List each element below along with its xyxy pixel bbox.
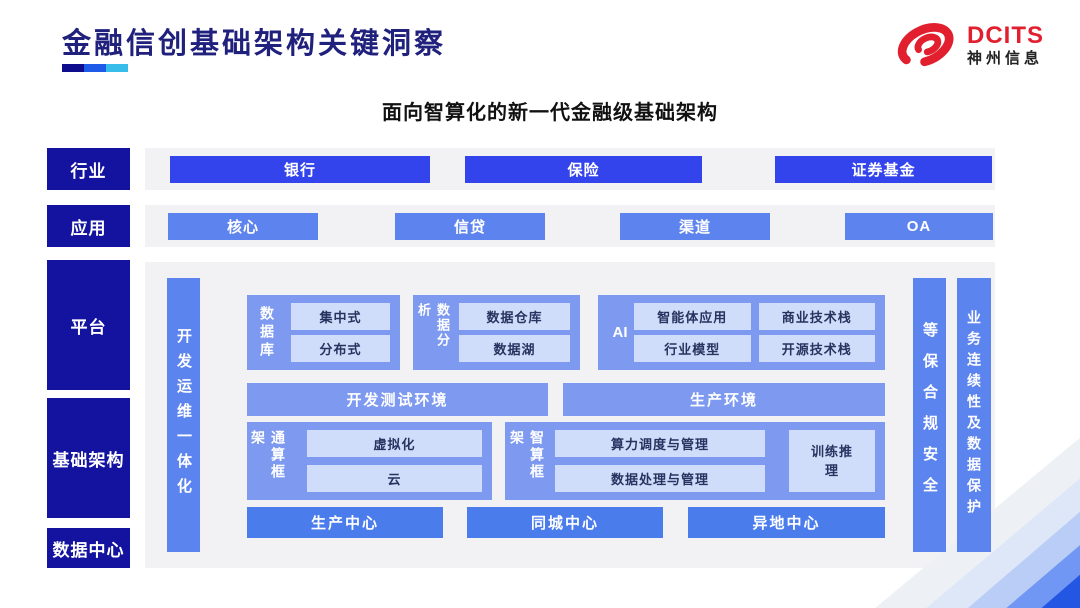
center-remote: 异地中心 (688, 507, 885, 538)
item-cloud: 云 (307, 465, 482, 492)
logo-text: DCITS 神州信息 (967, 21, 1044, 68)
env-dev-test: 开发测试环境 (247, 383, 548, 416)
env-production: 生产环境 (563, 383, 885, 416)
logo-company: 神州信息 (967, 49, 1044, 67)
center-production: 生产中心 (247, 507, 443, 538)
business-continuity-bar: 业务连续性及数据保护 (957, 278, 991, 552)
row-label-industry: 行业 (47, 148, 130, 190)
platform-container: 开发运维一体化 数据库 集中式 分布式 数据分析 数据仓库 数据湖 AI (145, 262, 995, 568)
devops-bar: 开发运维一体化 (167, 278, 200, 552)
item-centralized: 集中式 (291, 303, 390, 330)
item-training-inference: 训练推理 (789, 430, 875, 492)
item-virtualization: 虚拟化 (307, 430, 482, 457)
group-ai-items: 智能体应用 商业技术栈 行业模型 开源技术栈 (634, 303, 875, 362)
group-database-label: 数据库 (259, 305, 275, 360)
group-intelligent-compute-label: 智算框架 (509, 430, 545, 481)
item-compute-scheduling: 算力调度与管理 (555, 430, 765, 457)
row-label-infrastructure: 基础架构 (47, 398, 130, 518)
item-data-lake: 数据湖 (459, 335, 570, 362)
application-item-credit: 信贷 (395, 213, 545, 240)
item-industry-model: 行业模型 (634, 335, 751, 362)
group-general-compute-label: 通算框架 (250, 430, 286, 481)
underline-segment (62, 64, 84, 72)
security-compliance-label: 等保合规安全 (921, 322, 938, 508)
diagram-title: 面向智算化的新一代金融级基础架构 (382, 102, 718, 124)
business-continuity-label: 业务连续性及数据保护 (966, 310, 982, 520)
security-compliance-bar: 等保合规安全 (913, 278, 946, 552)
center-same-city: 同城中心 (467, 507, 663, 538)
title-underline (62, 64, 128, 72)
item-data-warehouse: 数据仓库 (459, 303, 570, 330)
row-label-datacenter: 数据中心 (47, 528, 130, 568)
group-database-items: 集中式 分布式 (291, 303, 390, 362)
group-general-compute-items: 虚拟化 云 (307, 430, 482, 492)
row-label-platform: 平台 (47, 260, 130, 390)
application-item-core: 核心 (168, 213, 318, 240)
group-data-analysis-label: 数据分析 (416, 303, 450, 348)
group-intelligent-compute: 智算框架 算力调度与管理 数据处理与管理 训练推理 (505, 422, 885, 500)
devops-bar-label: 开发运维一体化 (175, 327, 192, 503)
underline-segment (106, 64, 128, 72)
logo-brand: DCITS (967, 21, 1044, 49)
item-open-source-stack: 开源技术栈 (758, 335, 875, 362)
item-data-processing: 数据处理与管理 (555, 465, 765, 492)
group-intelligent-compute-items: 算力调度与管理 数据处理与管理 (555, 430, 765, 492)
page-title: 金融信创基础架构关键洞察 (62, 28, 447, 60)
item-agent-application: 智能体应用 (634, 303, 751, 330)
application-item-oa: OA (845, 213, 993, 240)
dcits-logo: DCITS 神州信息 (895, 18, 1044, 72)
application-strip: 核心 信贷 渠道 OA (145, 205, 995, 247)
row-label-application: 应用 (47, 205, 130, 247)
group-ai-label: AI (612, 324, 628, 341)
group-ai: AI 智能体应用 商业技术栈 行业模型 开源技术栈 (598, 295, 885, 370)
industry-item-securities-funds: 证券基金 (775, 156, 992, 183)
dcits-swirl-icon (897, 23, 954, 67)
application-item-channel: 渠道 (620, 213, 770, 240)
industry-item-insurance: 保险 (465, 156, 702, 183)
group-data-analysis-items: 数据仓库 数据湖 (459, 303, 570, 362)
item-distributed: 分布式 (291, 335, 390, 362)
group-data-analysis: 数据分析 数据仓库 数据湖 (413, 295, 580, 370)
underline-segment (84, 64, 106, 72)
industry-item-bank: 银行 (170, 156, 430, 183)
group-general-compute: 通算框架 虚拟化 云 (247, 422, 492, 500)
item-commercial-stack: 商业技术栈 (758, 303, 875, 330)
industry-strip: 银行 保险 证券基金 (145, 148, 995, 190)
group-database: 数据库 集中式 分布式 (247, 295, 400, 370)
